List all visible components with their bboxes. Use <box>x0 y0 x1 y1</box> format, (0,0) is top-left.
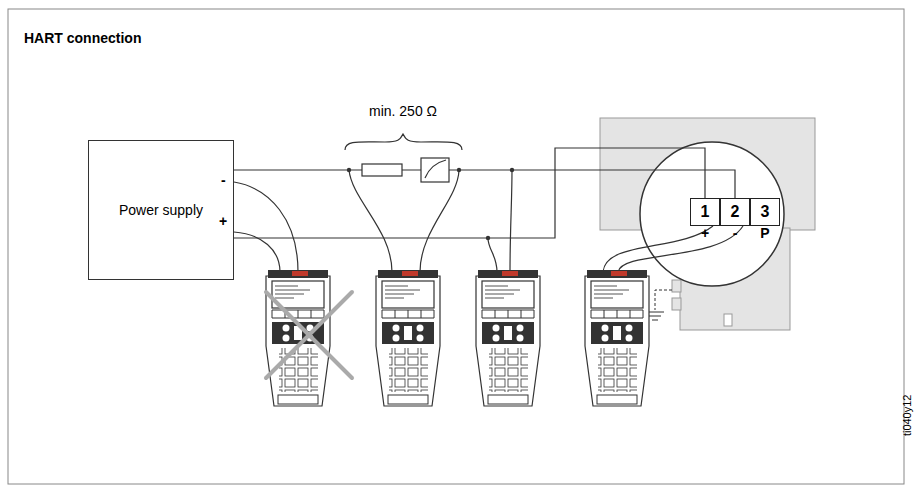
housing-tab <box>724 314 732 326</box>
polarity-label: + <box>219 213 227 229</box>
power-supply-box: Power supply <box>88 140 234 280</box>
hart-communicator <box>476 270 540 406</box>
polarity-label: P <box>751 225 779 241</box>
diagram-title: HART connection <box>24 30 141 46</box>
loop-resistor <box>362 164 402 176</box>
terminal-compartment <box>640 142 784 286</box>
node-label: 2 <box>731 203 740 221</box>
clip-leads <box>510 170 512 272</box>
ammeter-symbol <box>421 158 449 182</box>
terminal-box: 3P <box>750 198 780 226</box>
hart-communicator <box>266 270 330 406</box>
hart-communicator <box>585 270 649 406</box>
node-label: Power supply <box>116 202 206 218</box>
terminal-box: 2- <box>720 198 750 226</box>
cross-out-mark <box>266 292 352 378</box>
ground-symbol <box>646 290 672 320</box>
resistance-label: min. 250 Ω <box>369 103 437 119</box>
junction-dots <box>347 168 351 172</box>
terminal-box: 1+ <box>690 198 720 226</box>
housing-fitting <box>672 280 681 292</box>
junction-dots <box>347 168 514 240</box>
ammeter-symbol <box>421 158 449 182</box>
ground-lead <box>655 290 672 310</box>
clip-leads <box>420 170 459 272</box>
clip-leads <box>234 170 743 272</box>
polarity-label: + <box>691 225 719 241</box>
junction-dots <box>510 168 514 172</box>
clip-leads <box>488 238 497 272</box>
clip-leads <box>618 226 743 272</box>
loop-wire <box>234 170 735 198</box>
clip-leads <box>603 226 713 272</box>
clip-leads <box>349 170 392 272</box>
junction-dots <box>486 236 490 240</box>
housing-fitting <box>672 298 681 310</box>
bracket <box>345 134 462 150</box>
frame <box>8 9 904 484</box>
figure-code: ti040y12 <box>901 395 914 437</box>
polarity-label: - <box>221 172 226 188</box>
loop-resistor <box>362 164 402 176</box>
ammeter-symbol <box>425 160 446 178</box>
polarity-label: - <box>721 225 749 241</box>
clip-leads <box>234 182 298 272</box>
loop-wire <box>234 148 705 238</box>
node-label: 1 <box>701 203 710 221</box>
node-label: 3 <box>761 203 770 221</box>
cross-out-mark <box>266 292 352 378</box>
cross-out-mark <box>266 292 352 378</box>
hart-communicators <box>266 270 649 406</box>
junction-dots <box>457 168 461 172</box>
hart-communicator <box>376 270 440 406</box>
clip-leads <box>234 232 280 272</box>
